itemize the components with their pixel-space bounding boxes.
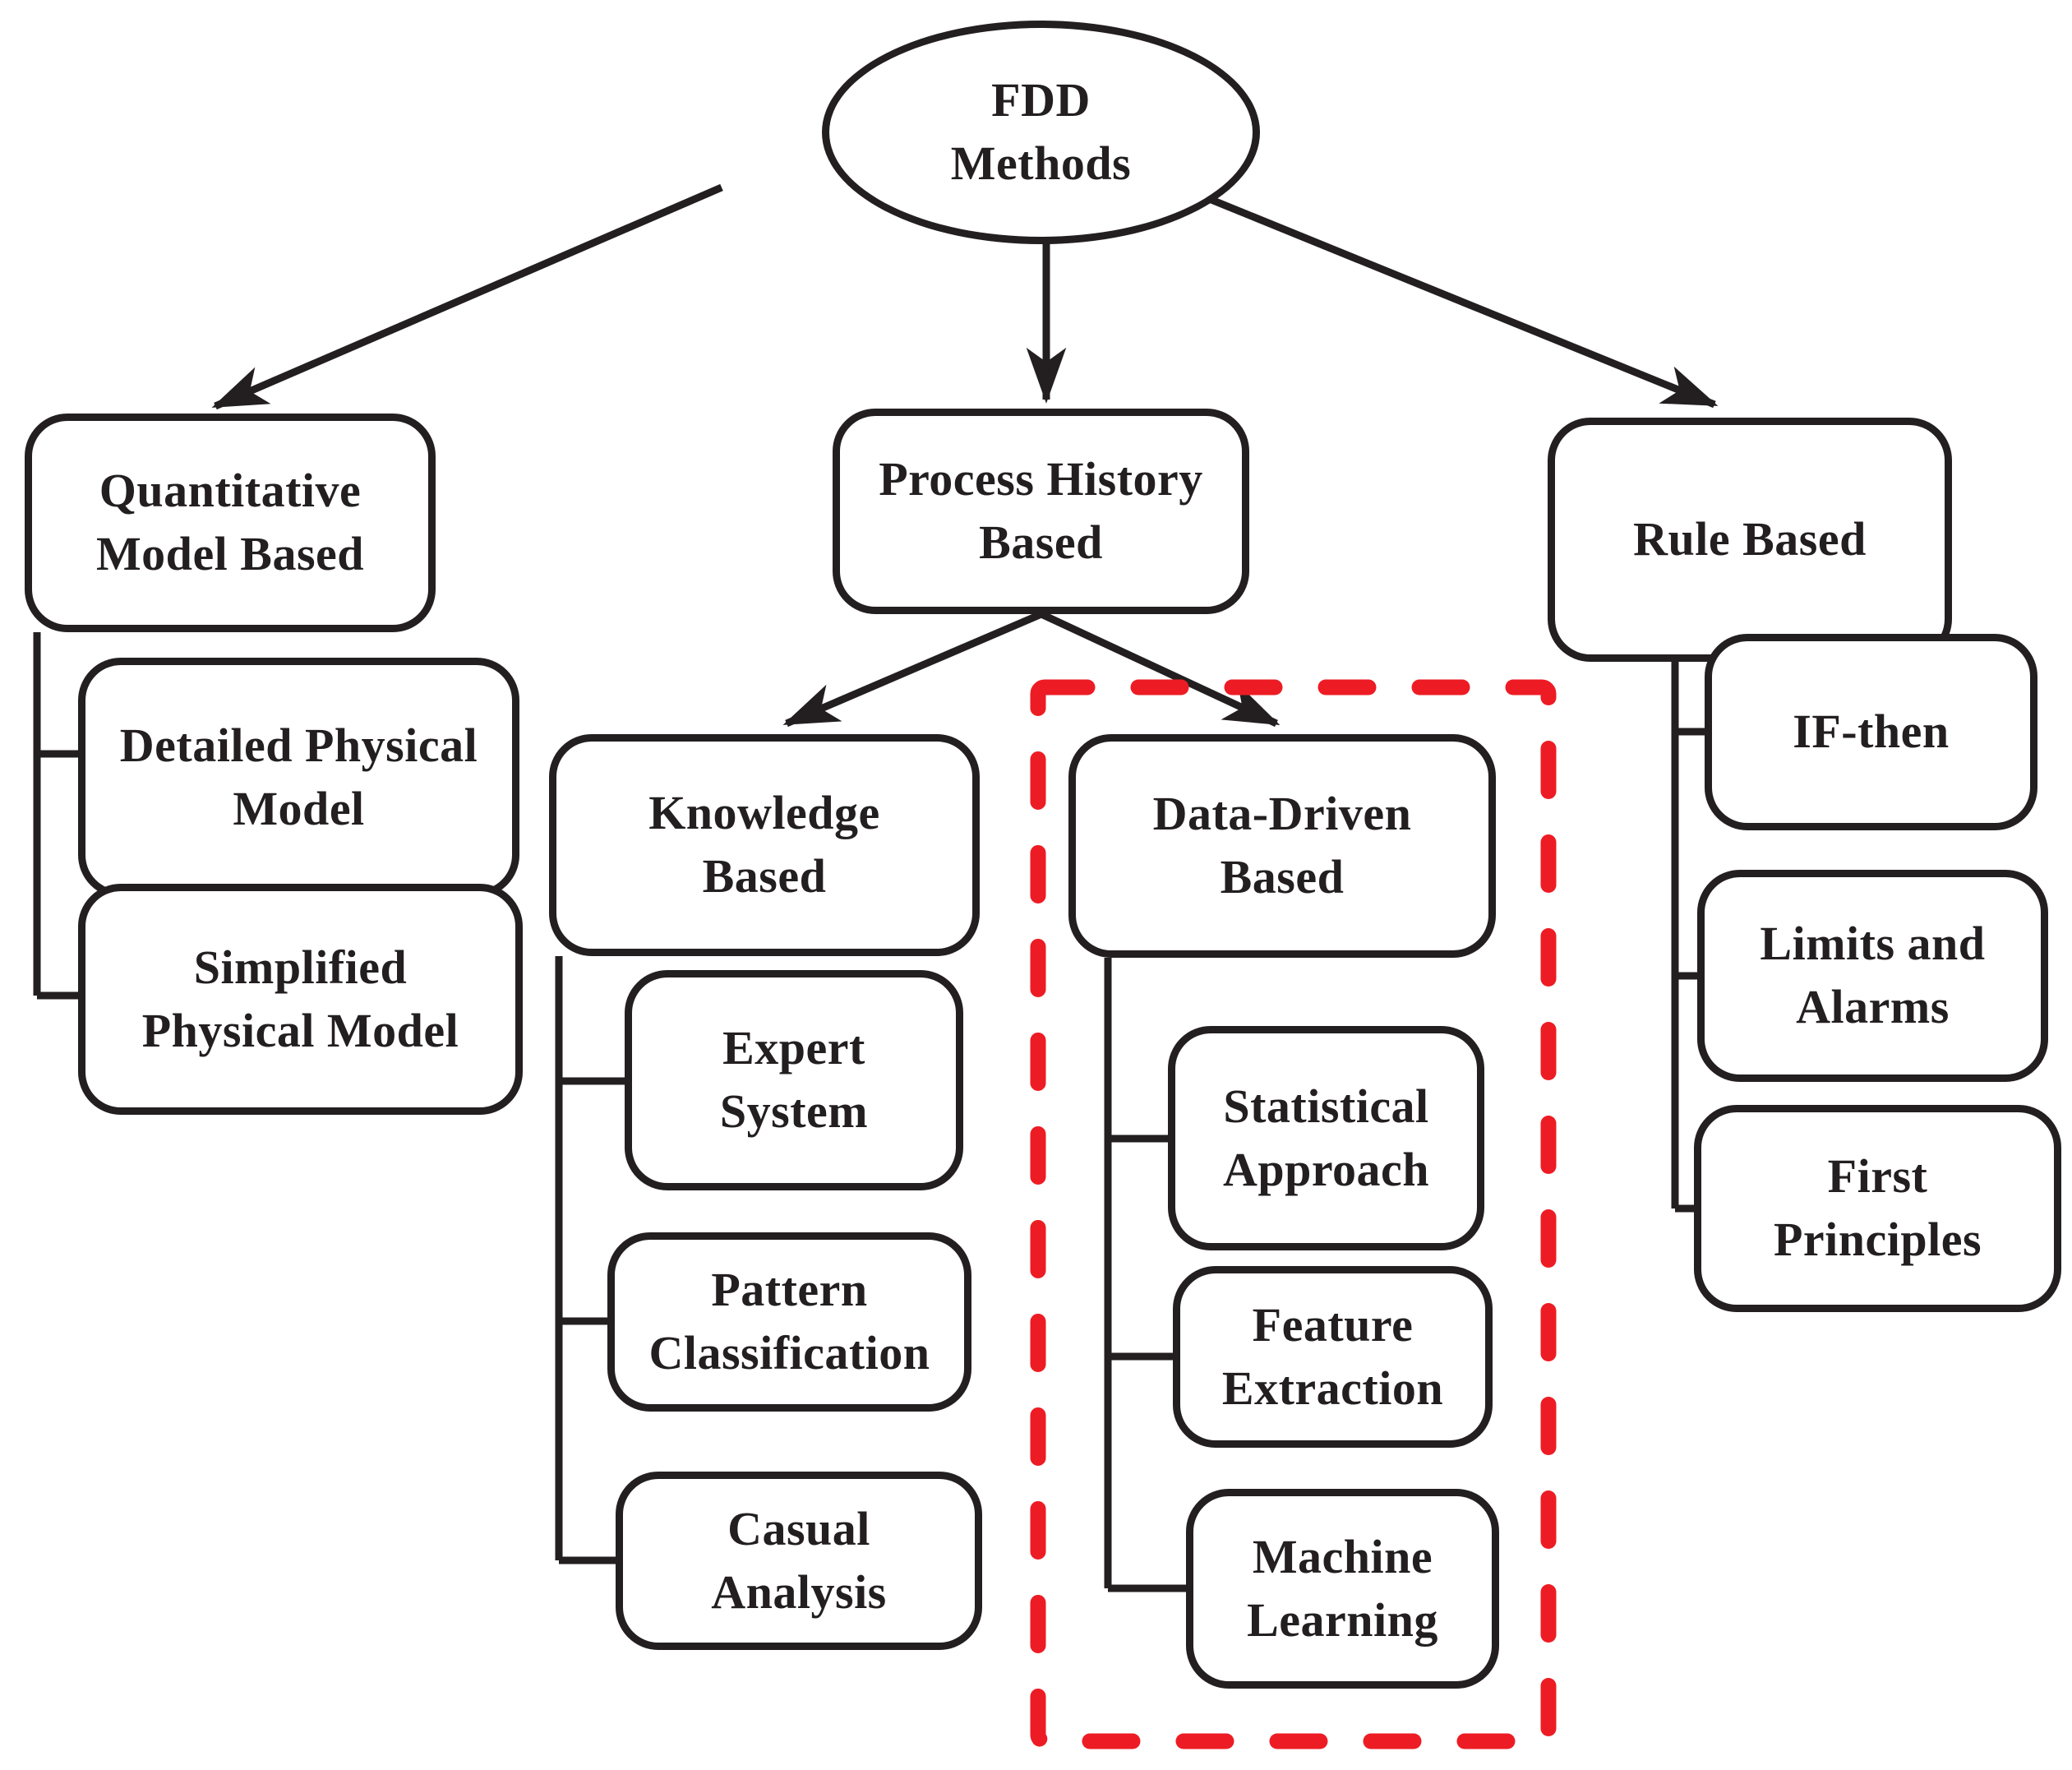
arrow-process-history-to-knowledge — [782, 610, 1043, 728]
arrow-root-to-rule-based — [1179, 183, 1719, 409]
node-quantitative-model-based: Quantitative Model Based — [25, 414, 436, 632]
connector-data-driven-children — [1104, 958, 1186, 1592]
node-statistical-approach-label: Statistical Approach — [1222, 1079, 1430, 1196]
node-feature-extraction: Feature Extraction — [1173, 1266, 1493, 1448]
connector-rule-children — [1671, 662, 1705, 1213]
node-if-then-label: IF-then — [1793, 705, 1950, 759]
node-knowledge-based: Knowledge Based — [549, 734, 980, 956]
node-detailed-physical-model: Detailed Physical Model — [78, 658, 519, 898]
node-limits-and-alarms-label: Limits and Alarms — [1760, 917, 1986, 1033]
node-knowledge-based-label: Knowledge Based — [648, 786, 880, 903]
arrow-process-history-to-data-driven — [1040, 610, 1281, 728]
node-expert-system-label: Expert System — [719, 1021, 869, 1138]
node-first-principles: First Principles — [1694, 1105, 2061, 1312]
node-machine-learning: Machine Learning — [1186, 1489, 1499, 1689]
node-simplified-physical-model: Simplified Physical Model — [78, 884, 523, 1115]
arrow-root-to-quantitative — [211, 183, 723, 410]
node-rule-based: Rule Based — [1548, 418, 1952, 662]
node-if-then: IF-then — [1705, 634, 2037, 830]
node-simplified-physical-model-label: Simplified Physical Model — [141, 940, 459, 1057]
node-process-history-based: Process History Based — [833, 409, 1249, 614]
data-driven-highlight-dashed-box — [1030, 679, 1557, 1749]
node-expert-system: Expert System — [625, 970, 963, 1190]
connector-quantitative-children — [33, 632, 78, 1000]
node-limits-and-alarms: Limits and Alarms — [1697, 870, 2048, 1082]
node-data-driven-based: Data-Driven Based — [1068, 734, 1496, 958]
node-detailed-physical-model-label: Detailed Physical Model — [119, 719, 478, 835]
node-pattern-classification-label: Pattern Classification — [648, 1263, 930, 1379]
node-data-driven-based-label: Data-Driven Based — [1152, 787, 1412, 903]
node-casual-analysis: Casual Analysis — [616, 1472, 982, 1650]
node-machine-learning-label: Machine Learning — [1247, 1529, 1438, 1647]
node-casual-analysis-label: Casual Analysis — [711, 1501, 887, 1619]
connector-knowledge-children — [555, 956, 625, 1564]
node-rule-based-label: Rule Based — [1633, 512, 1867, 566]
node-process-history-based-label: Process History Based — [879, 452, 1203, 569]
node-feature-extraction-label: Feature Extraction — [1221, 1297, 1444, 1415]
node-fdd-methods-label: FDD Methods — [950, 73, 1132, 190]
node-quantitative-model-based-label: Quantitative Model Based — [95, 464, 365, 580]
node-pattern-classification: Pattern Classification — [607, 1232, 971, 1412]
node-first-principles-label: First Principles — [1773, 1149, 1982, 1266]
node-fdd-methods: FDD Methods — [822, 21, 1260, 244]
node-statistical-approach: Statistical Approach — [1168, 1026, 1484, 1250]
